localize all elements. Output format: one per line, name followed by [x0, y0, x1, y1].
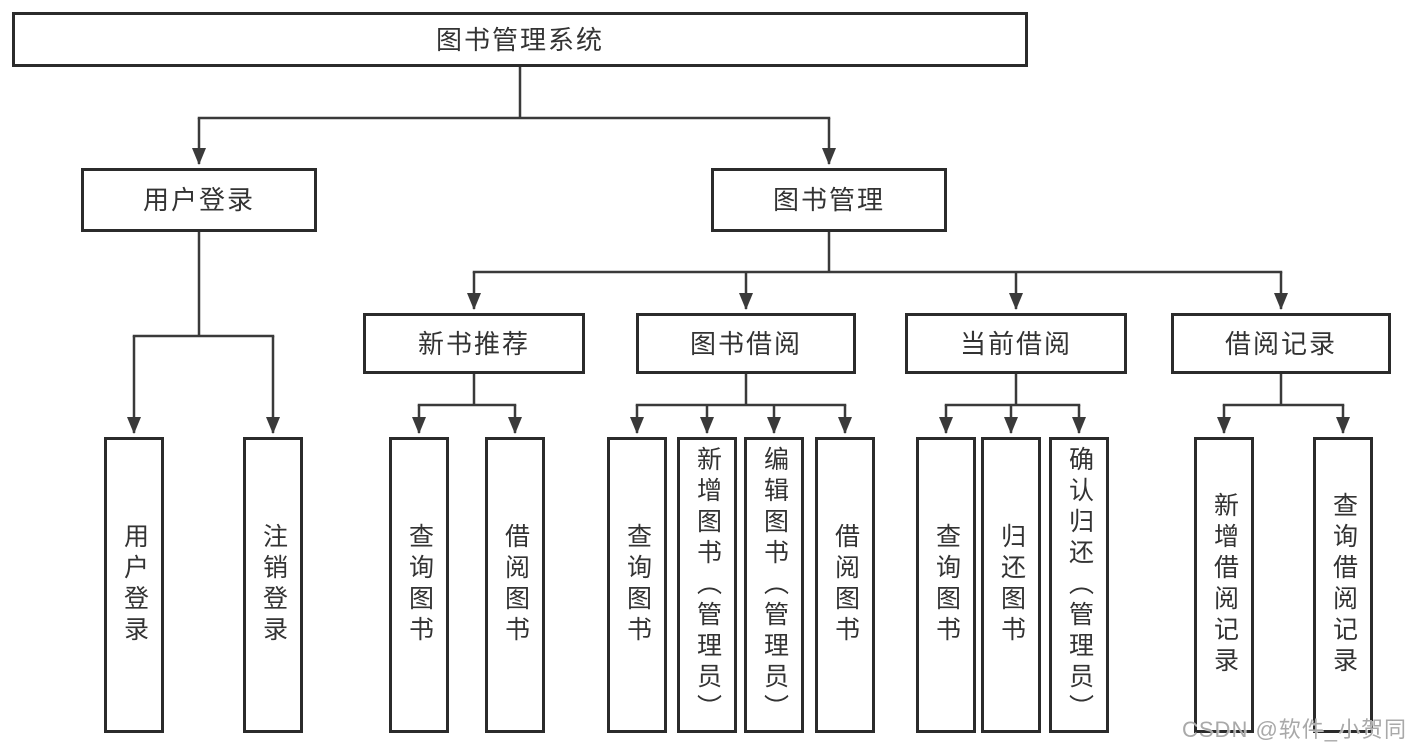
- leaf-logout: 注销登录: [243, 437, 303, 733]
- connector-current-borrowing-trunk: [944, 372, 1081, 407]
- csdn-watermark: CSDN @软件_小贺同学: [1182, 717, 1405, 742]
- leaf-query-borrow-record: 查询借阅记录: [1313, 437, 1373, 733]
- leaf-query-books-1: 查询图书: [389, 437, 449, 733]
- connector-book-management-trunk: [472, 230, 1283, 274]
- leaf-return-books: 归还图书: [981, 437, 1041, 733]
- node-book-borrowing: 图书借阅: [636, 313, 856, 374]
- leaf-add-book-admin: 新增图书（管理员）: [677, 437, 737, 733]
- leaf-edit-book-admin: 编辑图书（管理员）: [744, 437, 804, 733]
- leaf-query-books-3: 查询图书: [916, 437, 976, 733]
- connector-book-borrowing-trunk: [635, 372, 847, 407]
- node-root: 图书管理系统: [12, 12, 1028, 67]
- leaf-confirm-return-admin: 确认归还（管理员）: [1049, 437, 1109, 733]
- connector-root-trunk: [197, 65, 831, 120]
- connector-new-book-trunk: [417, 372, 517, 407]
- leaf-add-borrow-record: 新增借阅记录: [1194, 437, 1254, 733]
- node-book-management: 图书管理: [711, 168, 947, 232]
- node-user-login: 用户登录: [81, 168, 317, 232]
- leaf-query-books-2: 查询图书: [607, 437, 667, 733]
- leaf-borrow-books-1: 借阅图书: [485, 437, 545, 733]
- node-current-borrowing: 当前借阅: [905, 313, 1127, 374]
- leaf-user-login: 用户登录: [104, 437, 164, 733]
- node-new-book-recommend: 新书推荐: [363, 313, 585, 374]
- connector-user-login-trunk: [132, 230, 275, 338]
- leaf-borrow-books-2: 借阅图书: [815, 437, 875, 733]
- connector-borrow-records-trunk: [1222, 372, 1345, 407]
- node-borrow-records: 借阅记录: [1171, 313, 1391, 374]
